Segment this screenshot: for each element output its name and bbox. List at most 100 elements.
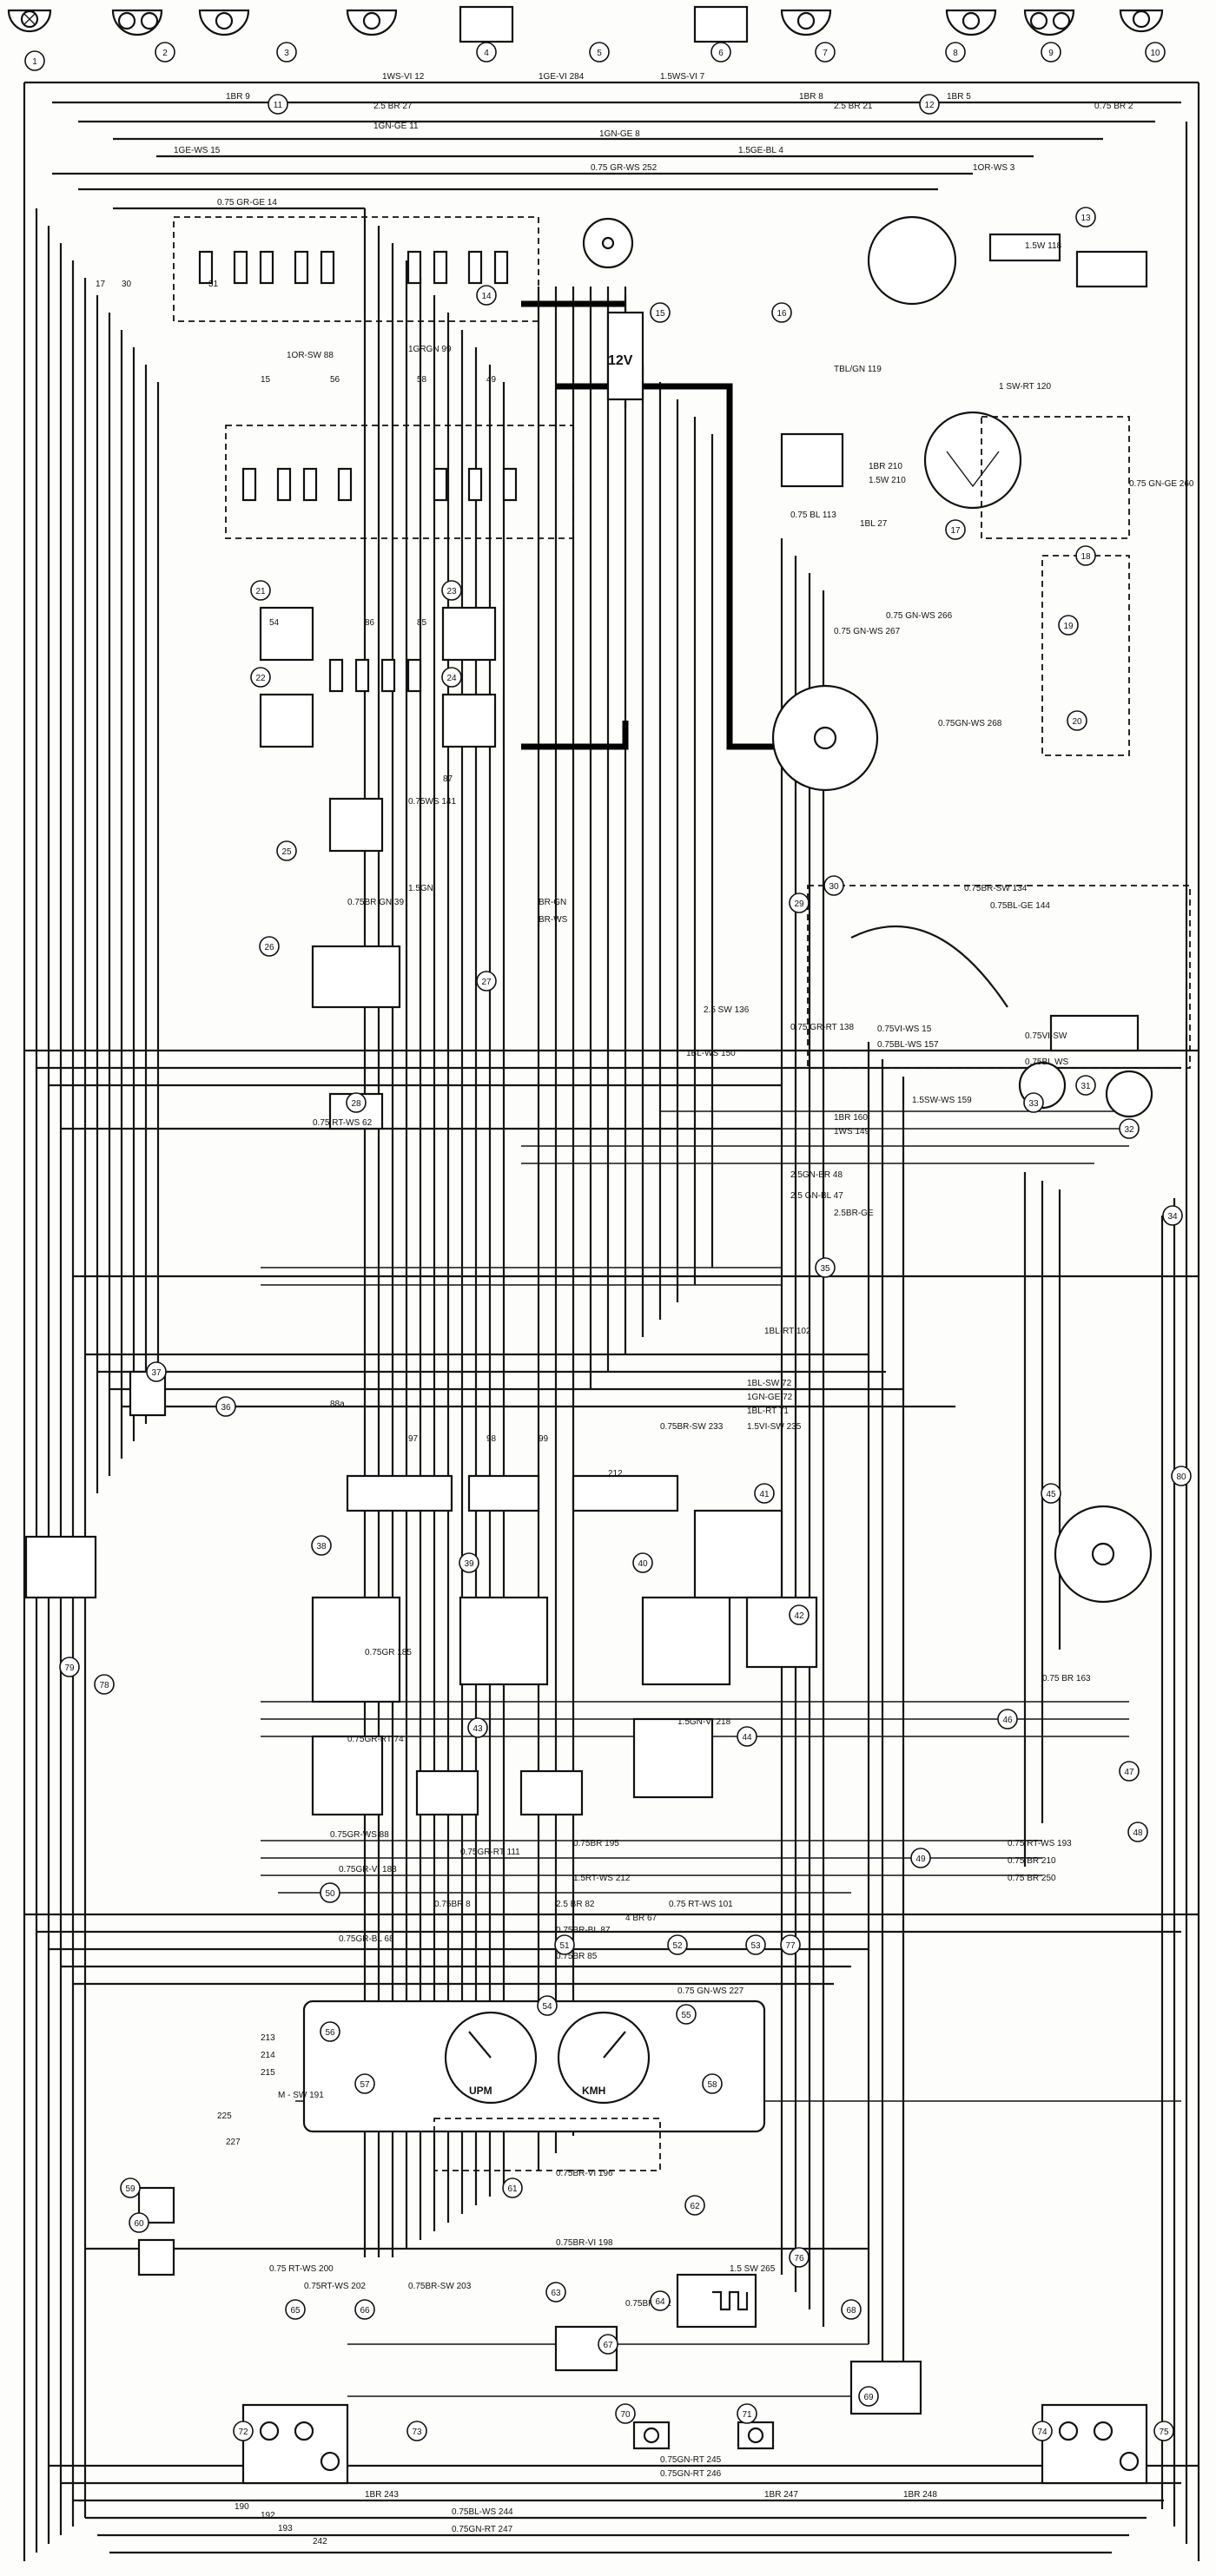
wire-label: 0.75 GN-WS 266	[886, 611, 953, 621]
wire-label: 0.75BL-GE 144	[990, 901, 1050, 911]
wire-label: 2.5BR-GE	[834, 1209, 874, 1218]
component-marker	[737, 1726, 757, 1747]
component-number: 33	[1028, 1099, 1039, 1109]
component-marker	[311, 1535, 332, 1556]
starter-motor	[771, 684, 879, 792]
wire-label: 1OR-WS 3	[973, 163, 1015, 173]
component-number: 12	[924, 101, 935, 110]
wire-label: 0.75GN-WS 268	[938, 719, 1002, 728]
component-number: 45	[1046, 1490, 1056, 1499]
wire-label: 0.75VI-SW	[1025, 1031, 1067, 1041]
component-number: 14	[481, 292, 492, 301]
component-marker	[1127, 1822, 1148, 1842]
wire-label: 1BL 27	[860, 519, 888, 529]
component-marker	[250, 667, 271, 688]
wire-label: 1BR 248	[903, 2490, 937, 2500]
component-marker	[1032, 2421, 1053, 2441]
component-number: 54	[542, 2002, 552, 2012]
component-number: 36	[221, 1403, 231, 1413]
component-number: 63	[551, 2289, 561, 2298]
component-number: 68	[846, 2306, 856, 2316]
component-marker	[1171, 1466, 1192, 1486]
component-marker	[1145, 42, 1166, 63]
component-number: 20	[1072, 717, 1082, 727]
terminal-number: 190	[235, 2502, 249, 2512]
component-number: 3	[284, 49, 289, 58]
wire-label: 1BR 5	[947, 92, 971, 102]
component-marker	[320, 2021, 340, 2042]
headlamp-right-outer	[1119, 9, 1164, 33]
component-number: 65	[290, 2306, 301, 2316]
component-marker	[320, 1882, 340, 1903]
component-marker	[441, 580, 462, 601]
component-number: 42	[794, 1611, 804, 1621]
wire-label: 1GRGN 99	[408, 345, 452, 354]
wire-label: 1GN-GE 11	[373, 122, 419, 131]
wire-labels: 1GE-VI 284 1WS-VI 12 1.5WS-VI 7 1BR 9 2.…	[174, 72, 1194, 2534]
wire-label: 1BL-WS 150	[686, 1049, 736, 1058]
component-marker	[598, 2334, 618, 2355]
component-number: 66	[360, 2306, 370, 2316]
wire-label: 0.75BR 195	[573, 1839, 619, 1848]
component-marker	[146, 1361, 167, 1382]
component-marker	[789, 2247, 810, 2268]
component-number: 43	[473, 1724, 483, 1734]
wire-label: 0.75 RT-WS 101	[669, 1900, 733, 1909]
component-marker	[1075, 545, 1096, 566]
component-marker	[615, 2403, 636, 2424]
component-number: 40	[638, 1559, 648, 1569]
wire-label: 1.5SW-WS 159	[912, 1096, 972, 1105]
component-marker	[1023, 1092, 1044, 1113]
component-number: 71	[742, 2410, 752, 2420]
component-marker	[476, 42, 497, 63]
wire-label: 2.5 GN-BL 47	[790, 1191, 843, 1201]
component-number: 46	[1002, 1716, 1013, 1725]
component-number: 64	[655, 2297, 665, 2307]
wire-label: 0.75BR-SW 134	[964, 884, 1028, 893]
component-marker	[789, 893, 810, 913]
component-marker	[858, 2386, 879, 2407]
component-number: 6	[718, 49, 724, 58]
wire-label: 0.75BR-VI 196	[556, 2169, 613, 2178]
wire-label: 0.75BL-WS 157	[877, 1040, 939, 1050]
wire-label: 0.75 GN-WS 227	[677, 1986, 744, 1996]
wire-label: 0.75 GR-GE 14	[217, 198, 277, 208]
component-marker	[1041, 42, 1061, 63]
component-marker	[650, 2290, 671, 2311]
fuse-box-upper	[173, 216, 539, 322]
component-number: 57	[360, 2080, 370, 2090]
component-marker	[537, 1995, 558, 2016]
wire-label: 1GN-GE 8	[599, 129, 640, 139]
wire-label: 0.75GR-WS 88	[330, 1830, 389, 1840]
component-number: 25	[281, 847, 292, 857]
terminal-number: 193	[278, 2524, 293, 2533]
component-number: 56	[325, 2028, 335, 2038]
component-number: 69	[863, 2393, 874, 2402]
component-number: 80	[1176, 1472, 1186, 1482]
headlamp-left-inner	[111, 9, 163, 36]
wire-label: 1BR 243	[365, 2490, 399, 2500]
ignition-switch	[582, 217, 634, 269]
component-marker	[1067, 710, 1087, 731]
component-number: 53	[750, 1941, 761, 1951]
component-number: 59	[125, 2184, 135, 2194]
wire-label: 0.75 GR-WS 252	[591, 163, 658, 173]
wire-label: 0.75BL-WS 244	[452, 2507, 513, 2517]
wire-label: 0.75 BR 210	[1008, 1856, 1056, 1866]
component-number: 29	[794, 899, 804, 909]
component-number: 79	[64, 1664, 75, 1673]
component-number: 74	[1037, 2428, 1047, 2437]
terminal-number: 214	[261, 2051, 275, 2060]
terminal-number: 54	[269, 618, 280, 628]
component-number: 4	[484, 49, 489, 58]
component-number: 50	[325, 1889, 335, 1899]
component-marker	[667, 1934, 688, 1955]
component-marker	[945, 519, 966, 540]
component-number: 7	[823, 49, 828, 58]
wire-label: 1 SW-RT 120	[999, 382, 1051, 392]
component-number: 10	[1150, 49, 1160, 58]
component-number: 38	[316, 1542, 327, 1552]
component-marker	[233, 2421, 254, 2441]
